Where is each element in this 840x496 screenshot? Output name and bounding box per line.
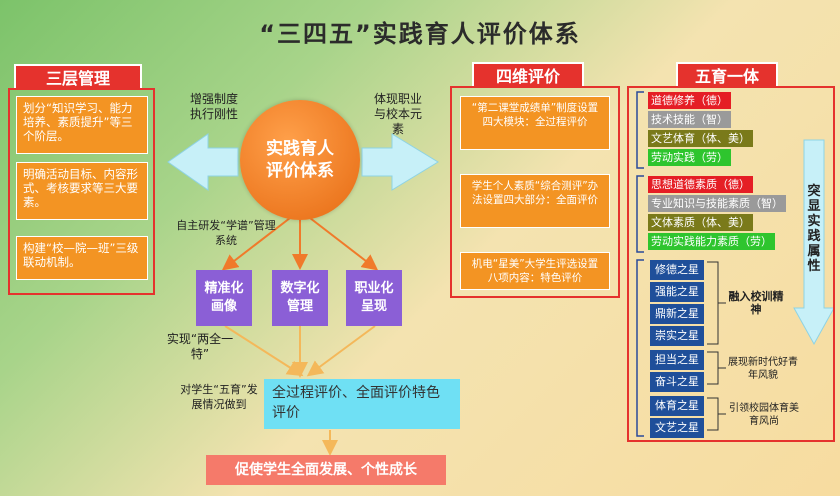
wuyu-g1-item-4: 劳动实践（劳） [648, 149, 731, 166]
star-note-2: 展现新时代好青年风貌 [728, 357, 798, 381]
star-8: 文艺之星 [650, 418, 704, 438]
star-note-3: 引领校园体育美育风尚 [729, 403, 799, 427]
left-block-arrow [167, 133, 239, 191]
page-title: “三四五”实践育人评价体系 [259, 20, 581, 48]
purple-box-1: 精准化画像 [196, 270, 252, 326]
wuyu-panel [627, 86, 835, 442]
xuepu-text: 自主研发“学谱”管理 系统 [176, 219, 276, 247]
wuyu-g1-item-3: 文艺体育（体、美） [648, 130, 753, 147]
vertical-arrow-text: 突显实践属性 [807, 184, 821, 274]
left-arrow-text: 增强制度执行刚性 [189, 92, 238, 121]
wuyu-g2-item-3: 文体素质（体、美） [648, 214, 753, 231]
star-6: 奋斗之星 [650, 372, 704, 392]
star-note-1: 融入校训精神 [728, 290, 784, 316]
star-2: 强能之星 [650, 282, 704, 302]
purple-box-2: 数字化管理 [272, 270, 328, 326]
wuyu-label: 对学生“五育”发展情况做到 [180, 383, 258, 411]
star-5: 担当之星 [650, 350, 704, 370]
star-1: 修德之星 [650, 260, 704, 280]
siwei-box-2: 学生个人素质“综合测评”办法设置四大部分：全面评价 [460, 174, 610, 228]
siwei-box-3: 机电“星美”大学生评选设置八项内容：特色评价 [460, 252, 610, 290]
left-header: 三层管理 [14, 64, 142, 90]
left-panel [8, 88, 155, 295]
star-7: 体育之星 [650, 396, 704, 416]
left-box-2: 明确活动目标、内容形式、考核要求等三大要素。 [16, 162, 148, 220]
siwei-box-1: “第二课堂成绩单”制度设置四大模块：全过程评价 [460, 96, 610, 150]
center-circle: 实践育人评价体系 [240, 100, 360, 220]
siwei-header: 四维评价 [472, 62, 584, 88]
right-block-arrow [361, 133, 439, 191]
wuyu-g1-item-1: 道德修养（德） [648, 92, 731, 109]
purple-box-3: 职业化呈现 [346, 270, 402, 326]
wuyu-header: 五育一体 [676, 62, 778, 88]
shixian-text: 实现“两全一特” [166, 332, 234, 361]
wuyu-g1-item-2: 技术技能（智） [648, 111, 731, 128]
wuyu-g2-item-4: 劳动实践能力素质（劳） [648, 233, 775, 250]
left-box-3: 构建“校—院—班”三级联动机制。 [16, 236, 148, 280]
star-3: 鼎新之星 [650, 304, 704, 324]
wuyu-g2-item-2: 专业知识与技能素质（智） [648, 195, 786, 212]
wuyu-g2-item-1: 思想道德素质（德） [648, 176, 753, 193]
right-arrow-text: 体现职业与校本元素 [373, 92, 422, 136]
left-box-1: 划分“知识学习、能力培养、素质提升”等三个阶层。 [16, 96, 148, 154]
siwei-panel [450, 86, 620, 298]
bottom-banner: 促使学生全面发展、个性成长 [206, 455, 446, 485]
star-4: 崇实之星 [650, 326, 704, 346]
cyan-box: 全过程评价、全面评价特色评价 [264, 379, 460, 429]
down-arrow [793, 139, 835, 346]
center-circle-label: 实践育人评价体系 [266, 139, 334, 181]
